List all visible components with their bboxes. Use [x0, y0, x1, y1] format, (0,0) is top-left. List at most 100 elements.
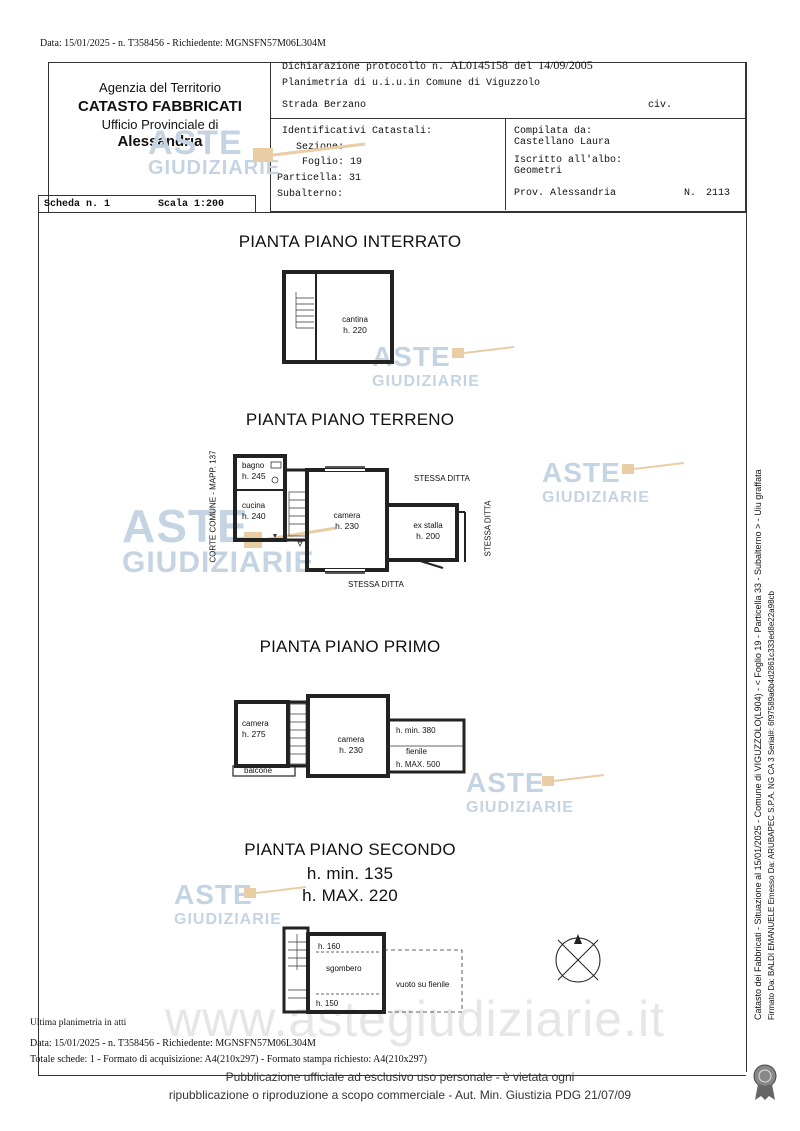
plan-interrato: [282, 270, 394, 364]
north-arrow-icon: [555, 934, 601, 983]
fienile-hmax: h. MAX. 500: [396, 760, 441, 769]
registry-name: CATASTO FABBRICATI: [78, 98, 242, 115]
room-camera2-label: camera: [337, 735, 365, 744]
room-bagno-height: h. 245: [242, 471, 266, 481]
room-camera1-label: camera: [242, 719, 269, 728]
gavel-icon: [253, 142, 366, 162]
frame-left-top: [48, 62, 49, 212]
protocol-del: del: [514, 62, 533, 73]
gavel-icon: [622, 462, 685, 474]
header-divider-2: [505, 118, 506, 210]
frame-bottom: [38, 1075, 746, 1076]
protocol-date: 14/09/2005: [538, 58, 593, 72]
fienile-label: fienile: [406, 747, 427, 756]
room-cantina-height: h. 220: [343, 325, 367, 335]
frame-scheda-top: [38, 195, 256, 196]
title-terreno: PIANTA PIANO TERRENO: [245, 410, 455, 429]
frame-right: [746, 62, 747, 1072]
title-primo: PIANTA PIANO PRIMO: [259, 637, 441, 656]
fienile-hmin: h. min. 380: [396, 726, 436, 735]
registered-label: Iscritto all'albo:: [514, 155, 623, 166]
room-camera1-height: h. 275: [242, 729, 266, 739]
ident-label: Identificativi Catastali:: [282, 126, 433, 137]
secondo-hmin: h. min. 135: [306, 864, 394, 883]
agency-name: Agenzia del Territorio: [99, 80, 221, 95]
last-plan-note: Ultima planimetria in atti: [30, 1018, 127, 1028]
corte-label: CORTE COMUNE - MAPP. 137: [208, 450, 218, 563]
room-camera2-height: h. 230: [339, 745, 363, 755]
title-interrato: PIANTA PIANO INTERRATO: [238, 232, 462, 251]
gavel-icon: [542, 774, 605, 786]
particella-value: Particella: 31: [277, 173, 362, 184]
vuoto-fienile: vuoto su fienile: [396, 980, 450, 989]
plan-secondo: [282, 926, 463, 1014]
footer-date-line: Data: 15/01/2025 - n. T358456 - Richiede…: [30, 1038, 316, 1049]
stessa-ditta-right: STESSA DITTA: [483, 500, 493, 557]
room-cucina-height: h. 240: [242, 511, 266, 521]
watermark-line2: GIUDIZIARIE: [174, 911, 282, 928]
frame-scheda-right: [255, 195, 256, 213]
room-cantina: cantina h. 220: [330, 314, 380, 336]
room-camera-terreno: camera h. 230: [322, 510, 372, 532]
prov-label: Prov. Alessandria: [514, 188, 617, 199]
header-box: [270, 62, 746, 212]
room-balcone: balcone: [244, 766, 273, 775]
room-ex-stalla-label: ex stalla: [413, 521, 443, 530]
subalterno-label: Subalterno:: [277, 189, 344, 200]
scala-label: Scala 1:200: [158, 199, 225, 210]
frame-left: [38, 195, 39, 1075]
room-bagno-label: bagno: [242, 461, 265, 470]
watermark-line2: GIUDIZIARIE: [542, 489, 650, 506]
watermark-line2: GIUDIZIARIE: [466, 799, 574, 816]
room-camera-primo-1: camera h. 275: [242, 718, 282, 740]
stessa-ditta-bottom: STESSA DITTA: [348, 580, 404, 589]
sezione-label: Sezione:: [296, 142, 345, 153]
office-name: Ufficio Provinciale di: [101, 117, 219, 132]
room-ex-stalla: ex stalla h. 200: [398, 520, 458, 542]
room-camera-height: h. 230: [335, 521, 359, 531]
seal-icon: [753, 1064, 777, 1100]
stessa-ditta-top: STESSA DITTA: [414, 474, 470, 483]
watermark-url: www.astegiudiziarie.it: [165, 991, 665, 1047]
secondo-h150: h. 150: [316, 999, 339, 1008]
room-camera-primo-2: camera h. 230: [326, 734, 376, 756]
footer-totals-line: Totale schede: 1 - Formato di acquisizio…: [30, 1054, 427, 1065]
gavel-icon: [452, 346, 515, 358]
n-value: 2113: [706, 188, 731, 199]
plan-primo: [232, 694, 466, 778]
n-label: N.: [684, 188, 697, 199]
room-sgombero: sgombero: [326, 964, 362, 973]
foglio-value: Foglio: 19: [302, 157, 363, 168]
secondo-hmax: h. MAX. 220: [302, 886, 398, 905]
top-note: Data: 15/01/2025 - n. T358456 - Richiede…: [40, 38, 326, 49]
room-cantina-label: cantina: [342, 315, 368, 324]
protocol-label: Dichiarazione protocollo n.: [282, 62, 445, 73]
plan-terreno: [233, 454, 466, 574]
secondo-h160: h. 160: [318, 942, 341, 951]
compiled-label: Compilata da:: [514, 126, 593, 137]
room-cucina: cucina h. 240: [242, 500, 282, 522]
corte-label-wrap: CORTE COMUNE - MAPP. 137: [198, 440, 228, 580]
side-text-1: Catasto dei Fabbricati - Situazione al 1…: [753, 469, 763, 1020]
scheda-label: Scheda n. 1: [44, 199, 111, 210]
publication-line-2: ripubblicazione o riproduzione a scopo c…: [168, 1088, 632, 1102]
gavel-icon: [244, 886, 307, 898]
street-line: Strada Berzano: [282, 100, 367, 111]
compiled-name: Castellano Laura: [514, 137, 611, 148]
room-cucina-label: cucina: [242, 501, 266, 510]
protocol-line: Dichiarazione protocollo n. AL0145158 de…: [282, 58, 593, 73]
province-name: Alessandria: [117, 133, 203, 150]
protocol-number: AL0145158: [450, 58, 509, 72]
frame-header-bottom: [38, 212, 746, 213]
watermark-line2: GIUDIZIARIE: [372, 373, 480, 390]
side-text-2: Firmato Da: BALDI EMANUELE Emesso Da: AR…: [767, 591, 776, 1020]
registered-value: Geometri: [514, 166, 563, 177]
room-camera-label: camera: [333, 511, 361, 520]
room-ex-stalla-height: h. 200: [416, 531, 440, 541]
room-bagno: bagno h. 245: [242, 460, 274, 482]
planimetry-line: Planimetria di u.i.u.in Comune di Viguzz…: [282, 78, 541, 89]
civ-label: civ.: [648, 100, 673, 111]
publication-line-1: Pubblicazione ufficiale ad esclusivo uso…: [225, 1070, 575, 1084]
header-divider-1: [270, 118, 745, 119]
title-secondo: PIANTA PIANO SECONDO: [244, 840, 456, 859]
